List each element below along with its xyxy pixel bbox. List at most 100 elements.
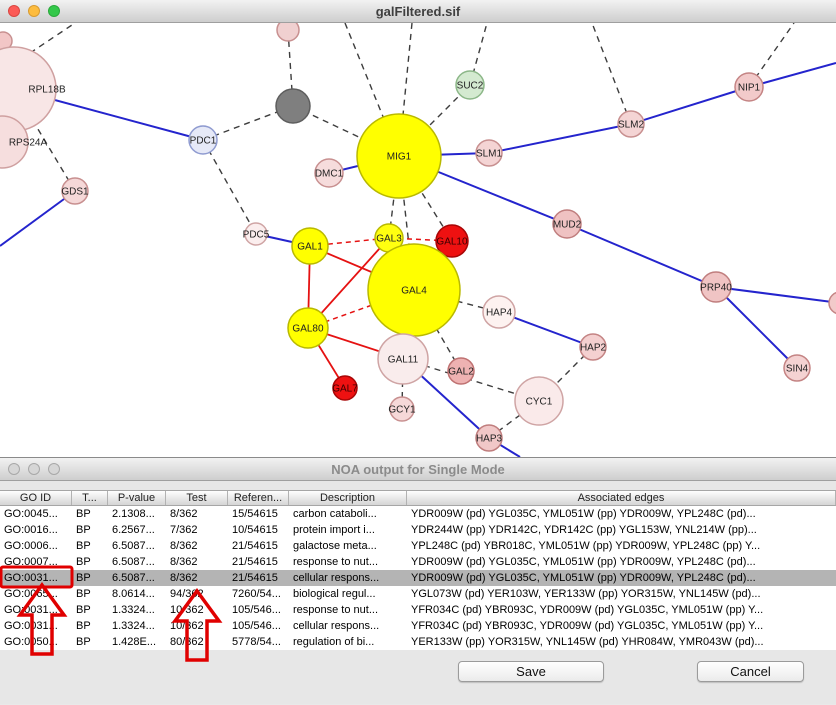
column-header-t[interactable]: T...	[72, 491, 108, 505]
cell: YGL073W (pd) YER103W, YER133W (pp) YOR31…	[411, 588, 761, 600]
cell: GO:0031...	[4, 620, 58, 632]
node-gal1[interactable]	[291, 227, 329, 265]
cell: GO:0065...	[4, 588, 58, 600]
cancel-button[interactable]: Cancel	[697, 661, 804, 682]
cell: 10/362	[170, 604, 204, 616]
node-label-cyc1: CYC1	[526, 397, 553, 408]
cell: regulation of bi...	[293, 636, 375, 648]
node-mig1[interactable]	[356, 113, 442, 199]
node-gal2[interactable]	[447, 357, 475, 385]
cell: 5778/54...	[232, 636, 281, 648]
node-label-gal11: GAL11	[388, 355, 419, 366]
cell: YFR034C (pd) YBR093C, YDR009W (pd) YGL03…	[411, 620, 764, 632]
cell: GO:0016...	[4, 524, 58, 536]
node-hap3[interactable]	[475, 424, 503, 452]
node-unlabeled[interactable]	[828, 291, 836, 315]
node-mud2[interactable]	[552, 209, 582, 239]
node-unlabeled[interactable]	[276, 23, 300, 42]
node-gcy1[interactable]	[389, 396, 415, 422]
cell: protein import i...	[293, 524, 375, 536]
cell: GO:0007...	[4, 556, 58, 568]
edge-blue[interactable]	[0, 190, 76, 247]
node-pdc1[interactable]	[188, 125, 218, 155]
node-hap4[interactable]	[482, 295, 516, 329]
node-hap2[interactable]	[579, 333, 607, 361]
column-header-referen[interactable]: Referen...	[228, 491, 289, 505]
node-label-gal10: GAL10	[436, 237, 468, 248]
edge-dash[interactable]	[202, 139, 257, 235]
cell: biological regul...	[293, 588, 376, 600]
node-pdc5[interactable]	[244, 222, 268, 246]
edge-dash[interactable]	[344, 23, 400, 157]
noa-window-titlebar[interactable]: NOA output for Single Mode	[0, 458, 836, 481]
node-gal11[interactable]	[377, 333, 429, 385]
node-slm1[interactable]	[475, 139, 503, 167]
node-dmc1[interactable]	[314, 158, 344, 188]
cell: GO:0006...	[4, 540, 58, 552]
column-header-go-id[interactable]: GO ID	[0, 491, 72, 505]
node-prp40[interactable]	[700, 271, 732, 303]
edge-blue[interactable]	[748, 62, 836, 88]
network-graph[interactable]: RPL18BRPS24AGDS1PDC1DMC1MIG1SUC2SLM1SLM2…	[0, 23, 836, 457]
cell: GO:0031...	[4, 604, 58, 616]
edge-blue[interactable]	[715, 286, 836, 304]
close-button[interactable]	[8, 463, 20, 475]
node-gal80[interactable]	[287, 307, 329, 349]
node-slm2[interactable]	[617, 110, 645, 138]
cell: YPL248C (pd) YBR018C, YML051W (pp) YDR00…	[411, 540, 761, 552]
network-window-titlebar[interactable]: galFiltered.sif	[0, 0, 836, 23]
node-gal7[interactable]	[332, 375, 358, 401]
node-gal10[interactable]	[435, 224, 469, 258]
edge-blue[interactable]	[488, 123, 632, 154]
window-controls	[8, 463, 60, 475]
edge-dash[interactable]	[29, 23, 76, 54]
edge-blue[interactable]	[630, 86, 750, 125]
node-label-gal2: GAL2	[448, 367, 474, 378]
minimize-button[interactable]	[28, 5, 40, 17]
node-nip1[interactable]	[734, 72, 764, 102]
minimize-button[interactable]	[28, 463, 40, 475]
edge-dash[interactable]	[591, 23, 632, 125]
node-sin4[interactable]	[783, 354, 811, 382]
node-gds1[interactable]	[61, 177, 89, 205]
node-label-hap2: HAP2	[580, 343, 607, 354]
edge-dash[interactable]	[287, 29, 294, 107]
column-header-test[interactable]: Test	[166, 491, 228, 505]
cell: 10/362	[170, 620, 204, 632]
zoom-button[interactable]	[48, 463, 60, 475]
cell: 1.428E...	[112, 636, 157, 648]
cell: cellular respons...	[293, 620, 380, 632]
noa-window-title: NOA output for Single Mode	[331, 461, 505, 477]
save-button[interactable]: Save	[458, 661, 604, 682]
node-label-hap4: HAP4	[486, 308, 513, 319]
node-unlabeled[interactable]	[275, 88, 311, 124]
node-suc2[interactable]	[455, 70, 485, 100]
cell: 6.5087...	[112, 540, 155, 552]
node-label-hap3: HAP3	[476, 434, 503, 445]
node-label-gcy1: GCY1	[388, 405, 416, 416]
node-rps24a[interactable]	[0, 115, 29, 169]
column-header-p-value[interactable]: P-value	[108, 491, 166, 505]
column-header-associated-edges[interactable]: Associated edges	[407, 491, 836, 505]
cell: 7/362	[170, 524, 198, 536]
edge-blue[interactable]	[566, 223, 717, 288]
column-header-description[interactable]: Description	[289, 491, 407, 505]
edge-blue[interactable]	[715, 286, 798, 369]
zoom-button[interactable]	[48, 5, 60, 17]
cell: 2.1308...	[112, 508, 155, 520]
close-button[interactable]	[8, 5, 20, 17]
cell: 105/546...	[232, 620, 281, 632]
node-cyc1[interactable]	[514, 376, 564, 426]
edge-dash[interactable]	[292, 105, 400, 157]
